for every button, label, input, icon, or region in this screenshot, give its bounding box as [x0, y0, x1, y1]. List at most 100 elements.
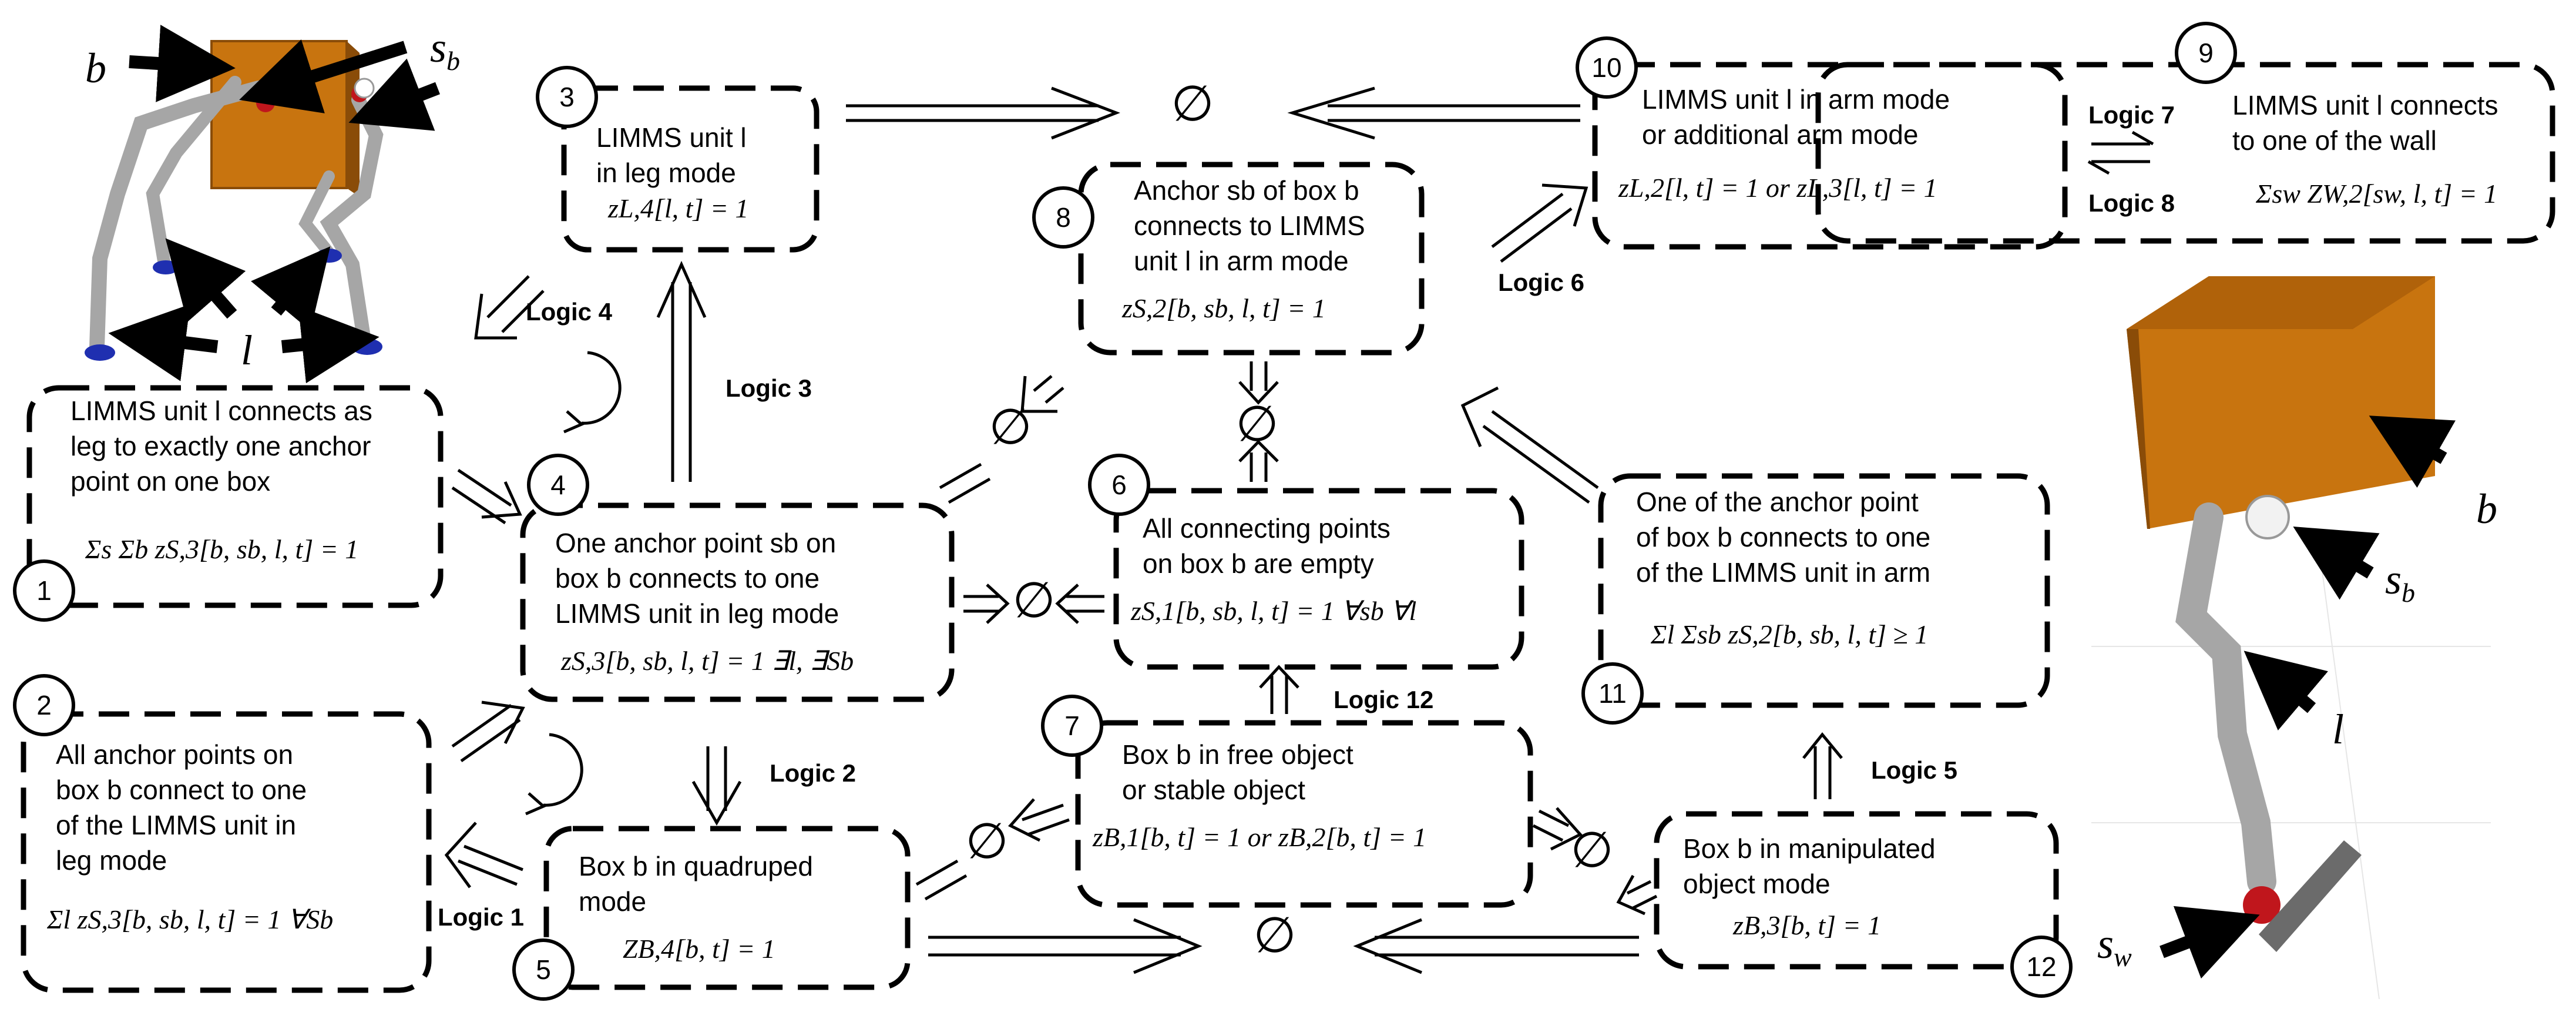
box-b-image	[210, 40, 348, 189]
node-3-text: LIMMS unit l in leg mode zL,4[l, t] = 1	[596, 122, 748, 223]
arrow-arm-unit	[2243, 651, 2329, 731]
implication-5-to-bottom	[928, 918, 1203, 974]
svg-text:All anchor points on: All anchor points on	[56, 739, 293, 770]
arrow-to-box	[129, 25, 236, 102]
node-4-box	[520, 502, 955, 702]
node-5-text: Box b in quadruped mode ZB,4[b, t] = 1	[579, 851, 813, 964]
implication-4-to-5	[691, 746, 742, 826]
svg-text:zB,3[b, t] = 1: zB,3[b, t] = 1	[1732, 910, 1881, 940]
node-6-badge: 6	[1088, 454, 1150, 516]
arrow-arm-box	[2369, 415, 2456, 488]
logic-6-label: Logic 6	[1498, 269, 1584, 296]
arm-label-box: b	[2476, 485, 2497, 532]
node-2-badge: 2	[13, 674, 75, 736]
svg-text:unit l in arm mode: unit l in arm mode	[1134, 246, 1349, 276]
implication-11-to-8	[1460, 386, 1599, 504]
svg-text:or additional arm mode: or additional arm mode	[1642, 119, 1918, 150]
svg-text:7: 7	[1064, 710, 1080, 741]
svg-text:4: 4	[550, 470, 566, 500]
arrow-arm-anchor	[2293, 527, 2380, 600]
svg-text:leg to exactly one anchor: leg to exactly one anchor	[70, 431, 371, 461]
empty-set-lower-left: ∅	[965, 812, 1008, 870]
node-10-text: LIMMS unit l in arm mode or additional a…	[1618, 84, 1950, 203]
svg-text:zS,1[b, sb, l, t] = 1 ∀sb ∀l: zS,1[b, sb, l, t] = 1 ∀sb ∀l	[1130, 596, 1416, 626]
implication-6-to-center	[1055, 584, 1104, 624]
anchor-point-1	[256, 93, 275, 112]
implication-8-to-upper-mid	[1238, 361, 1279, 405]
svg-text:to one of the wall: to one of the wall	[2232, 125, 2437, 156]
empty-set-center: ∅	[1012, 571, 1055, 629]
node-11-badge: 11	[1581, 662, 1644, 725]
empty-set-bottom: ∅	[1253, 906, 1296, 964]
svg-text:Box b in free object: Box b in free object	[1122, 739, 1354, 770]
implication-12-to-lower-right	[1616, 874, 1658, 916]
svg-text:connects to LIMMS: connects to LIMMS	[1134, 210, 1365, 241]
implication-8-to-empty-diag	[1020, 375, 1064, 413]
arrow-to-foot-2	[165, 238, 246, 323]
node-3-badge: 3	[536, 66, 598, 128]
svg-text:Σl zS,3[b, sb, l, t] = 1 ∀Sb: Σl zS,3[b, sb, l, t] = 1 ∀Sb	[46, 904, 333, 934]
node-7-box	[1075, 720, 1533, 908]
arrow-arm-wall	[2159, 906, 2260, 979]
wall-plate	[2259, 840, 2362, 952]
implication-7-to-lower-left	[1007, 798, 1070, 842]
node-11-box	[1598, 473, 2050, 708]
node-9-text: LIMMS unit l connects to one of the wall…	[2232, 90, 2498, 209]
node-1-text: LIMMS unit l connects as leg to exactly …	[70, 395, 372, 564]
svg-text:One of the anchor point: One of the anchor point	[1636, 487, 1919, 517]
arm-label-wall: sw	[2097, 920, 2132, 972]
svg-text:3: 3	[559, 82, 575, 112]
node-10-box	[1592, 62, 2068, 250]
svg-text:All connecting points: All connecting points	[1143, 513, 1391, 544]
implication-7-to-lower-right	[1532, 807, 1583, 851]
logic-3-label: Logic 3	[726, 374, 812, 402]
quad-label-unit: l	[241, 327, 253, 374]
arrow-to-anchor-2	[348, 58, 440, 131]
self-loop-4-upper	[581, 351, 622, 425]
node-12-box	[1654, 811, 2059, 970]
arm-robot-image: b sb l sw	[2091, 276, 2497, 1000]
arrow-to-foot-1	[108, 304, 219, 381]
svg-text:2: 2	[36, 690, 52, 720]
empty-set-top: ∅	[1171, 75, 1214, 132]
logic-4-label: Logic 4	[526, 298, 613, 326]
leg-left-front	[89, 81, 266, 354]
arrow-to-foot-3	[251, 246, 331, 331]
svg-text:or stable object: or stable object	[1122, 775, 1305, 805]
leg-left-back	[146, 76, 241, 271]
svg-text:of the LIMMS unit in arm: of the LIMMS unit in arm	[1636, 557, 1930, 588]
svg-text:LIMMS unit l connects as: LIMMS unit l connects as	[70, 395, 372, 426]
implication-10-9	[2087, 130, 2154, 175]
svg-text:leg mode: leg mode	[56, 845, 167, 876]
node-1-box	[26, 385, 444, 608]
implication-6-to-upper-mid	[1238, 440, 1279, 482]
implication-2-to-4	[451, 700, 525, 763]
quad-label-box: b	[85, 45, 106, 92]
arm-label-anchor: sb	[2385, 556, 2415, 608]
logic-5-label: Logic 5	[1871, 756, 1957, 784]
implication-4-to-center	[963, 584, 1010, 624]
svg-text:zS,3[b, sb, l, t] = 1 ∃l, ∃Sb: zS,3[b, sb, l, t] = 1 ∃l, ∃Sb	[560, 646, 854, 676]
implication-4-to-3	[656, 260, 707, 482]
logic-12-label: Logic 12	[1334, 686, 1433, 713]
svg-text:One anchor point sb on: One anchor point sb on	[555, 528, 836, 558]
svg-text:on box b are empty: on box b are empty	[1143, 548, 1374, 579]
svg-text:6: 6	[1111, 470, 1127, 500]
logic-2-label: Logic 2	[770, 759, 856, 787]
svg-text:9: 9	[2198, 38, 2214, 68]
node-12-badge: 12	[2010, 936, 2073, 998]
implication-1-to-4	[451, 468, 522, 525]
implication-3-to-empty	[846, 86, 1120, 140]
foot-3	[316, 249, 342, 263]
svg-text:11: 11	[1598, 678, 1627, 709]
node-12-text: Box b in manipulated object mode zB,3[b,…	[1683, 833, 1936, 940]
implication-4-to-empty-diag	[939, 462, 991, 504]
node-6-text: All connecting points on box b are empty…	[1130, 513, 1416, 626]
logic-8-label: Logic 8	[2088, 189, 2175, 217]
node-9-badge: 9	[2175, 22, 2237, 84]
svg-text:mode: mode	[579, 886, 646, 917]
foot-4	[352, 338, 382, 355]
svg-text:of the LIMMS unit in: of the LIMMS unit in	[56, 810, 296, 840]
node-2-text: All anchor points on box b connect to on…	[46, 739, 333, 934]
